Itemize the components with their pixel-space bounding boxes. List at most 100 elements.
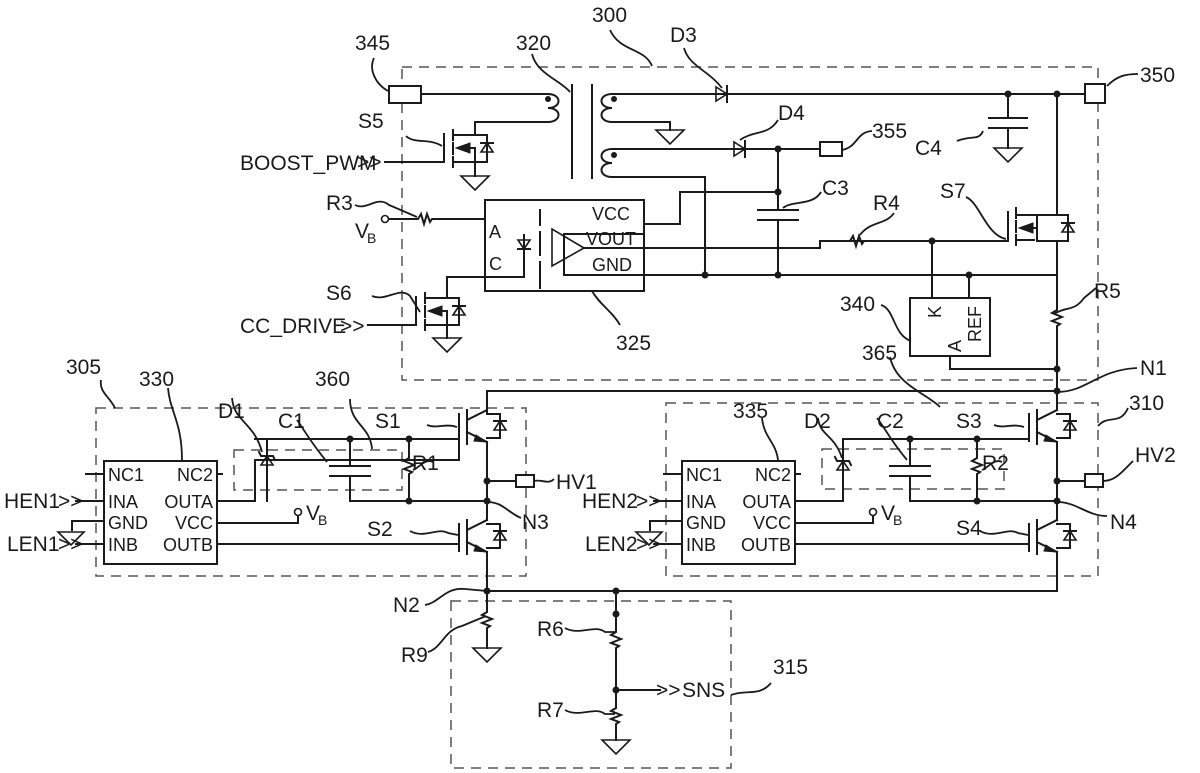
label-350: 350 [1140, 64, 1175, 87]
resistor-r6 [608, 624, 624, 691]
transformer-secondary-winding-1 [600, 92, 671, 131]
diode-d3 [715, 85, 729, 103]
label-300: 300 [592, 4, 627, 27]
label-d3: D3 [670, 24, 697, 47]
label-r7: R7 [537, 699, 564, 722]
opto-led-icon [516, 239, 532, 251]
driver335-pin-gnd: GND [686, 513, 726, 533]
driver330-pin-outb: OUTB [163, 535, 213, 555]
resistor-r9 [479, 590, 495, 649]
driver330-pin-vcc: VCC [175, 513, 213, 533]
label-n1: N1 [1140, 357, 1167, 380]
terminal-hv2 [1084, 473, 1104, 488]
label-s7: S7 [940, 180, 966, 203]
label-d4: D4 [778, 102, 805, 125]
label-r3: R3 [326, 192, 353, 215]
driver330-pin-nc2: NC2 [177, 465, 213, 485]
label-vb-330: V B [306, 502, 327, 528]
block-360-outline [233, 449, 403, 491]
driver330-pin-outa: OUTA [164, 492, 213, 512]
opto-pin-c: C [489, 254, 502, 274]
label-len2: LEN2 [585, 533, 638, 556]
ground-icon [600, 739, 632, 756]
igbt-s3 [1028, 408, 1078, 445]
driver335-pin-outb: OUTB [741, 535, 791, 555]
block-300-outline [401, 66, 1099, 381]
svg-text:B: B [893, 512, 902, 528]
zener-diode-d1 [257, 438, 277, 502]
ground-icon [459, 175, 491, 192]
signal-input-icon: >> [58, 533, 83, 556]
igbt-s2 [458, 518, 508, 555]
label-335: 335 [733, 400, 768, 423]
terminal-345 [388, 85, 422, 104]
label-310: 310 [1129, 392, 1164, 415]
svg-text:B: B [367, 230, 376, 246]
label-s3: S3 [956, 410, 982, 433]
signal-input-icon: >> [340, 315, 365, 338]
terminal-hv1 [515, 474, 535, 488]
shunt-pin-ref: REF [965, 306, 985, 342]
label-c2: C2 [877, 410, 904, 433]
label-boost-pwm: BOOST_PWM [240, 152, 377, 175]
signal-input-icon: >> [636, 490, 661, 513]
driver335-pin-nc2: NC2 [755, 465, 791, 485]
label-345: 345 [355, 32, 390, 55]
label-355: 355 [872, 120, 907, 143]
label-vb-r3: V B [355, 220, 376, 246]
mosfet-s5 [443, 129, 495, 173]
resistor-r7 [608, 689, 624, 741]
opto-pin-vout: VOUT [586, 229, 636, 249]
block-315-outline [450, 600, 732, 769]
block-365-outline [821, 448, 1005, 490]
opto-pin-gnd: GND [592, 255, 632, 275]
terminal-350 [1084, 83, 1106, 104]
leader-lines [99, 29, 1139, 715]
ground-icon [654, 129, 686, 146]
transformer-secondary-winding-2 [600, 147, 706, 278]
driver330-pin-inb: INB [108, 535, 138, 555]
signal-output-icon: >> [656, 679, 681, 702]
diode-d4 [733, 140, 747, 158]
driver335-pin-ina: INA [686, 492, 716, 512]
ground-icon [992, 147, 1024, 164]
mosfet-s6 [415, 276, 467, 339]
label-330: 330 [139, 368, 174, 391]
block-310-outline [665, 402, 1099, 577]
label-325: 325 [616, 332, 651, 355]
resistor-r5 [1049, 274, 1065, 392]
label-305: 305 [66, 356, 101, 379]
terminal-355 [819, 141, 843, 157]
label-365: 365 [862, 342, 897, 365]
shunt-pin-k: K [925, 306, 945, 318]
label-s2: S2 [367, 518, 393, 541]
opto-pin-a: A [489, 222, 501, 242]
svg-text:V: V [881, 502, 895, 525]
label-hv2: HV2 [1135, 444, 1176, 467]
label-len1: LEN1 [7, 533, 60, 556]
shunt-regulator-340 [909, 297, 991, 357]
label-s1: S1 [375, 410, 401, 433]
svg-text:V: V [306, 502, 320, 525]
label-hen1: HEN1 [4, 490, 60, 513]
opto-amplifier-icon [551, 227, 586, 268]
driver335-pin-vcc: VCC [753, 513, 791, 533]
driver335-pin-outa: OUTA [742, 492, 791, 512]
label-r6: R6 [537, 618, 564, 641]
signal-input-icon: >> [357, 151, 382, 174]
label-hv1: HV1 [556, 471, 597, 494]
label-sns: SNS [682, 679, 725, 702]
label-340: 340 [840, 293, 875, 316]
label-n4: N4 [1110, 511, 1137, 534]
label-320: 320 [516, 32, 551, 55]
shunt-pin-a: A [945, 340, 965, 352]
label-360: 360 [315, 368, 350, 391]
ground-icon [471, 647, 503, 664]
resistor-r4 [819, 232, 1001, 250]
label-c3: C3 [822, 177, 849, 200]
label-r4: R4 [873, 192, 900, 215]
label-r2: R2 [982, 452, 1009, 475]
label-r5: R5 [1094, 280, 1121, 303]
gate-driver-335 [681, 460, 796, 565]
